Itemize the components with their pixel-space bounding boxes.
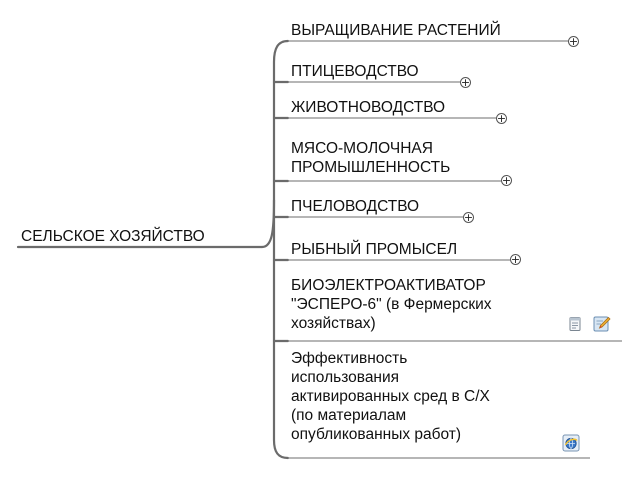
edit-pencil-icon[interactable] — [593, 315, 611, 332]
web-link-icon[interactable] — [562, 434, 580, 452]
note-icon[interactable] — [567, 316, 583, 332]
expand-plus-icon[interactable]: + — [460, 76, 471, 89]
branch-label-bioelectroactivator[interactable]: БИОЭЛЕКТРОАКТИВАТОР "ЭСПЕРО-6" (в Фермер… — [291, 277, 492, 332]
root-node-label[interactable]: СЕЛЬСКОЕ ХОЗЯЙСТВО — [21, 228, 205, 245]
expand-plus-icon[interactable]: + — [463, 211, 474, 224]
branch-label-effectiveness[interactable]: Эффективность использования активированн… — [291, 350, 490, 443]
branch-label-livestock[interactable]: ЖИВОТНОВОДСТВО — [291, 99, 446, 116]
branch-label-beekeeping[interactable]: ПЧЕЛОВОДСТВО — [291, 198, 420, 215]
expand-plus-icon[interactable]: + — [501, 174, 512, 187]
branch-label-meat-dairy[interactable]: МЯСО-МОЛОЧНАЯ ПРОМЫШЛЕННОСТЬ — [291, 140, 451, 176]
expand-plus-icon[interactable]: + — [568, 35, 579, 48]
branch-label-fishing[interactable]: РЫБНЫЙ ПРОМЫСЕЛ — [291, 241, 458, 258]
branch-label-poultry[interactable]: ПТИЦЕВОДСТВО — [291, 63, 419, 80]
expand-plus-icon[interactable]: + — [510, 253, 521, 266]
expand-plus-icon[interactable]: + — [496, 112, 507, 125]
branch-label-plant-growing[interactable]: ВЫРАЩИВАНИЕ РАСТЕНИЙ — [291, 22, 501, 39]
